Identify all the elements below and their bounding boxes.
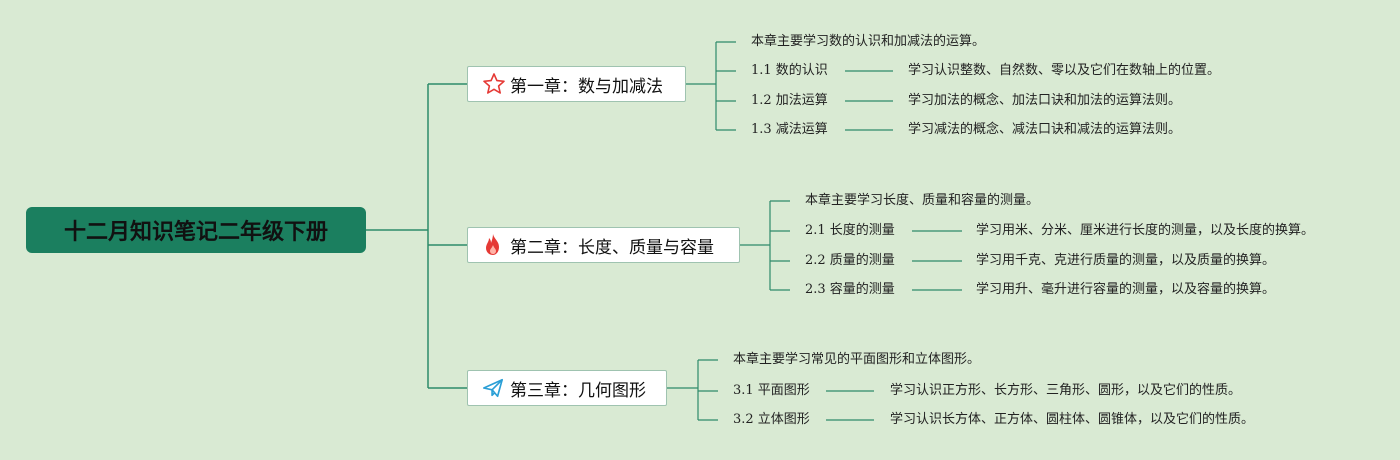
root-node[interactable]: 十二月知识笔记二年级下册 [26,207,366,253]
section-name: 2.2 质量的测量 [805,253,895,268]
section-desc: 学习用米、分米、厘米进行长度的测量，以及长度的换算。 [976,223,1315,238]
root-title: 十二月知识笔记二年级下册 [63,220,328,245]
section-name: 3.1 平面图形 [733,383,810,398]
ch1-detail-lines [845,70,893,131]
ch3-detail-lines [826,390,874,421]
ch1-branch [686,41,736,131]
section-desc: 学习减法的概念、减法口诀和减法的运算法则。 [908,122,1182,137]
section-name: 2.3 容量的测量 [805,282,895,297]
ch2-detail-lines [912,230,962,291]
chapter-title: 第三章：几何图形 [510,380,646,401]
section-desc: 学习认识整数、自然数、零以及它们在数轴上的位置。 [908,63,1221,78]
chapter-title: 第一章：数与加减法 [510,76,663,97]
chapter-intro: 本章主要学习数的认识和加减法的运算。 [751,34,986,49]
section-name: 1.1 数的认识 [751,63,828,78]
chapter-intro: 本章主要学习长度、质量和容量的测量。 [805,193,1040,208]
section-desc: 学习认识长方体、正方体、圆柱体、圆锥体，以及它们的性质。 [890,412,1255,427]
section-name: 1.3 减法运算 [751,122,828,137]
chapter-node-2[interactable]: 第二章：长度、质量与容量 [467,227,740,263]
section-name: 1.2 加法运算 [751,93,828,108]
section-name: 2.1 长度的测量 [805,223,895,238]
section-desc: 学习认识正方形、长方形、三角形、圆形，以及它们的性质。 [890,383,1242,398]
star-icon [482,72,508,96]
chapter-node-3[interactable]: 第三章：几何图形 [467,370,667,406]
ch3-branch [667,359,718,421]
chapter-node-1[interactable]: 第一章：数与加减法 [467,66,686,102]
section-desc: 学习用千克、克进行质量的测量，以及质量的换算。 [976,253,1276,268]
chapter-intro: 本章主要学习常见的平面图形和立体图形。 [733,352,981,367]
chapter-title: 第二章：长度、质量与容量 [510,237,714,258]
section-desc: 学习用升、毫升进行容量的测量，以及容量的换算。 [976,282,1276,297]
section-name: 3.2 立体图形 [733,412,810,427]
paper-plane-icon [482,376,508,400]
fire-icon [482,233,508,257]
section-desc: 学习加法的概念、加法口诀和加法的运算法则。 [908,93,1182,108]
ch2-branch [740,200,790,291]
